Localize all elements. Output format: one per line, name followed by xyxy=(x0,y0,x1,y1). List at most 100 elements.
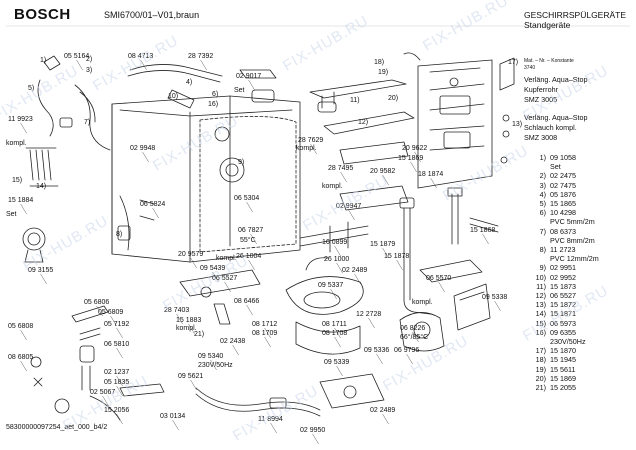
part-number: 15 1869 xyxy=(550,373,576,383)
leader-line xyxy=(116,375,123,387)
callout-label: 12) xyxy=(358,119,368,126)
part-index xyxy=(524,217,550,226)
parts-list-row: Set xyxy=(524,162,599,171)
brand-logo: BOSCH xyxy=(14,6,71,23)
callout-label: 21) xyxy=(194,331,204,338)
part-number: 15 1873 xyxy=(550,281,576,291)
parts-list-row: 20)15 1869 xyxy=(524,374,599,383)
part-number: PVC 12mm/2m xyxy=(550,254,599,264)
leader-line xyxy=(210,359,217,371)
callout-labels: 1)2)3)4)5)6)7)8)9)10)11)12)13)14)15)16)1… xyxy=(6,53,522,434)
callout-label: 28 7403 xyxy=(164,307,189,314)
leader-line xyxy=(190,257,197,269)
leader-line xyxy=(250,233,257,245)
callout-label: kompl. xyxy=(176,325,197,332)
part-index: 10) xyxy=(535,272,546,282)
callout-label: 66°/85°C xyxy=(400,333,428,341)
callout-label: 13) xyxy=(512,121,522,128)
callout-label: 16) xyxy=(208,101,218,108)
part-number: 05 1876 xyxy=(550,189,576,199)
part-number: 08 6373 xyxy=(550,226,576,236)
leader-line xyxy=(368,317,375,329)
callout-label: 9) xyxy=(238,159,244,166)
part-index: 2) xyxy=(539,171,546,181)
callout-label: 06 5810 xyxy=(104,341,129,348)
component-drawings xyxy=(5,25,631,421)
part-number: 15 1871 xyxy=(550,309,576,319)
callout-label: 5) xyxy=(28,85,34,92)
callout-label: Set xyxy=(6,211,17,218)
leader-line xyxy=(336,262,343,274)
part-number: 06 5527 xyxy=(550,291,576,301)
part-number: 15 1865 xyxy=(550,199,576,209)
leader-line xyxy=(382,413,389,425)
callout-label: 06 7827 xyxy=(238,227,263,234)
part-index: 3) xyxy=(539,180,546,190)
parts-list-row: 5)15 1865 xyxy=(524,199,599,208)
leader-line xyxy=(248,259,255,271)
part-number: 09 6355 xyxy=(550,327,576,337)
leader-line xyxy=(248,79,255,91)
leader-line xyxy=(406,353,413,365)
leader-line xyxy=(340,171,347,183)
document-code: 58300000097254_aet_000_b4/2 xyxy=(6,424,108,431)
callout-label: 16 0899 xyxy=(322,239,347,246)
callout-label: 15 1884 xyxy=(8,197,33,204)
callout-label: 08 4713 xyxy=(128,53,153,60)
callout-label: 09 5338 xyxy=(482,294,507,301)
callout-label: 11 9923 xyxy=(8,116,33,123)
part-index: 18) xyxy=(535,355,546,365)
callout-label: 11 8994 xyxy=(258,416,283,423)
part-number: 10 4298 xyxy=(550,208,576,218)
callout-label: 02 9947 xyxy=(336,203,361,210)
callout-label: 18) xyxy=(374,59,384,66)
callout-label: Set xyxy=(234,87,245,94)
part-index: 17) xyxy=(535,346,546,356)
note-line: Schlauch kompl. xyxy=(524,123,577,132)
part-index: 12) xyxy=(535,291,546,301)
leader-line xyxy=(310,143,317,155)
callout-label: 09 5336 xyxy=(364,347,389,354)
leader-line xyxy=(140,59,147,71)
callout-label: 08 1712 xyxy=(252,321,277,328)
leader-line xyxy=(96,305,103,317)
note-line: Verläng. Aqua–Stop xyxy=(524,113,588,122)
part-index: 21) xyxy=(535,383,546,393)
part-number: 02 7475 xyxy=(550,180,576,190)
leader-line xyxy=(246,201,253,213)
leader-line xyxy=(76,59,83,71)
part-number: PVC 8mm/2m xyxy=(550,235,595,245)
leader-line xyxy=(116,347,123,359)
callout-label: 02 1237 xyxy=(104,369,129,376)
parts-list-row: 13)15 1872 xyxy=(524,300,599,309)
leader-line xyxy=(412,331,419,343)
leader-line xyxy=(232,344,239,356)
material-number-constant: 3740 xyxy=(524,65,536,71)
leader-line xyxy=(116,385,123,397)
leader-line xyxy=(312,433,319,445)
callout-label: 26 1004 xyxy=(236,253,261,260)
callout-label: 20 9622 xyxy=(402,145,427,152)
part-number: 15 5611 xyxy=(550,364,576,374)
callout-label: 4) xyxy=(186,79,192,86)
callout-label: kompl. xyxy=(216,255,237,262)
callout-label: 05 6809 xyxy=(98,309,123,316)
aqua-stop-copper-note: Verläng. Aqua–Stop Kupferrohr SMZ 3005 xyxy=(524,75,588,105)
part-index xyxy=(524,162,550,171)
parts-list-row: 14)15 1871 xyxy=(524,309,599,318)
part-number: 06 5973 xyxy=(550,318,576,328)
part-number: Set xyxy=(550,162,561,172)
callout-label: 05 6806 xyxy=(84,299,109,306)
callout-label: 15 1878 xyxy=(384,253,409,260)
callout-label: 09 5621 xyxy=(178,373,203,380)
callout-label: 05 6808 xyxy=(8,323,33,330)
part-index xyxy=(524,254,550,263)
page-subtitle: Standgeräte xyxy=(524,20,571,30)
part-number: 15 2055 xyxy=(550,383,576,393)
callout-label: 7) xyxy=(84,119,90,126)
part-index: 16) xyxy=(535,327,546,337)
parts-list-row: PVC 8mm/2m xyxy=(524,236,599,245)
callout-label: 09 5340 xyxy=(198,353,223,360)
